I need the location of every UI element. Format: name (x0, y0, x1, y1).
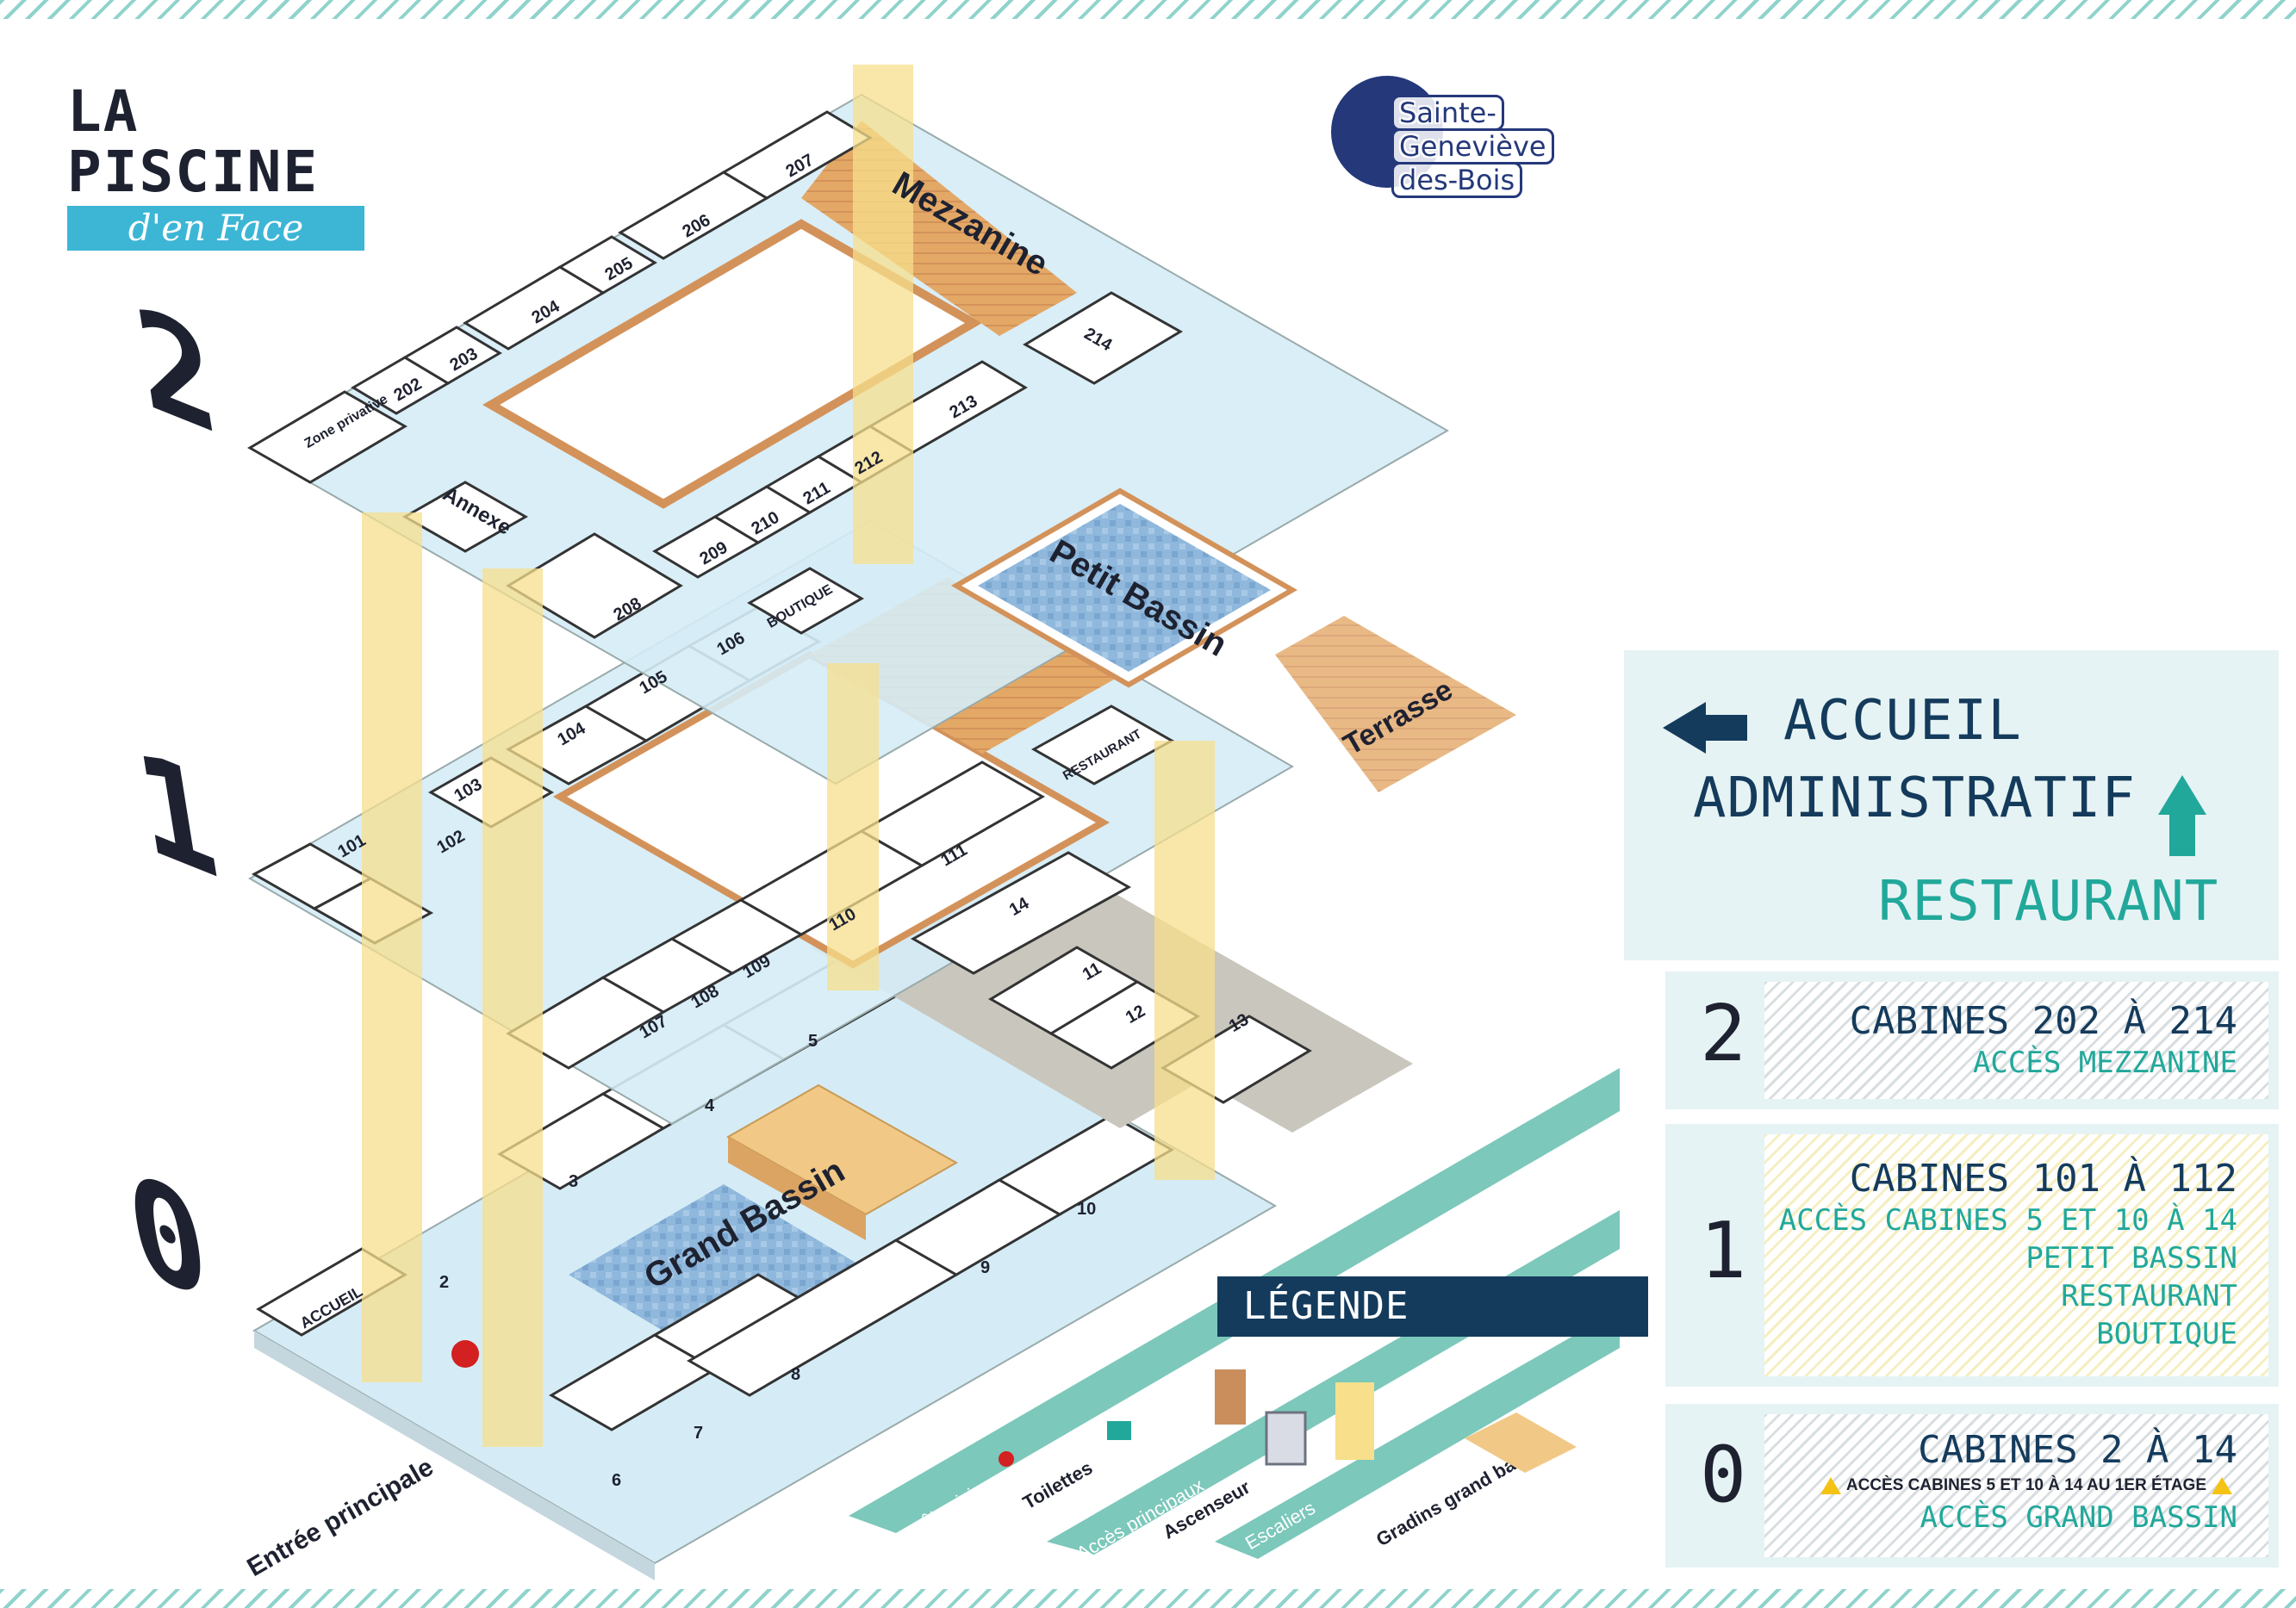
level-1-summary: 1 CABINES 101 À 112 ACCÈS CABINES 5 ET 1… (1665, 1124, 2279, 1387)
room-boutique (747, 567, 864, 635)
arrow-left-icon (1663, 702, 1706, 754)
floor-0-room-labels: 2 3 4 5 6 7 8 9 10 (439, 1032, 1096, 1490)
label-7: 7 (694, 1424, 703, 1443)
level-0-line-1: ACCÈS GRAND BASSIN (1920, 1500, 2237, 1535)
logo-subtitle: d'en Face (67, 206, 364, 251)
level-1-line-4: BOUTIQUE (2096, 1317, 2237, 1351)
label-6: 6 (612, 1471, 621, 1490)
label-8: 8 (791, 1365, 800, 1384)
level-0-number: 0 (1700, 1430, 1747, 1520)
label-entree-principale: Entrée principale (242, 1453, 438, 1582)
room-214 (1023, 291, 1183, 385)
legend-bleachers-icon (1465, 1412, 1577, 1473)
label-10: 10 (1077, 1200, 1096, 1219)
stair-shaft-center (482, 568, 543, 1447)
label-3: 3 (569, 1172, 578, 1191)
arrow-up-icon (2158, 775, 2206, 815)
city-logo: Sainte- Geneviève des-Bois (1331, 76, 1615, 198)
arrow-left-tail (1704, 715, 1747, 741)
city-name-line1: Sainte- (1391, 95, 1504, 131)
you-are-here-marker (451, 1340, 479, 1368)
room-annexe (401, 481, 529, 553)
label-4: 4 (705, 1096, 715, 1115)
level-0-note: ACCÈS CABINES 5 ET 10 À 14 AU 1ER ÉTAGE (1845, 1476, 2206, 1494)
warning-icon (2212, 1476, 2232, 1494)
isometric-floor-plan: Mezzanine Terrasse Petit Bassin Grand Ba… (242, 65, 1620, 1582)
legend-door-icon (1215, 1369, 1246, 1425)
level-0-summary: 0 CABINES 2 À 14 ACCÈS CABINES 5 ET 10 À… (1665, 1404, 2279, 1568)
legend-toilets-icon (1107, 1421, 1131, 1440)
stair-shafts (362, 65, 1215, 1447)
legend-toilets: Toilettes (1019, 1456, 1096, 1513)
stair-shaft-mezzanine (853, 65, 913, 564)
legend-stairs-icon (1335, 1382, 1374, 1460)
level-2-line-1: ACCÈS MEZZANINE (1972, 1046, 2237, 1080)
level-1-title: CABINES 101 À 112 (1849, 1157, 2237, 1201)
room-111 (858, 761, 1046, 867)
grand-bassin-bleachers (725, 1083, 959, 1216)
legend-you-are-here-dot-icon (999, 1451, 1014, 1467)
stair-shaft-right (1154, 741, 1215, 1180)
petit-bassin-pool (978, 504, 1271, 672)
arrow-up-tail (2169, 813, 2195, 856)
floor-1-room-labels: 101 102 103 104 105 106 107 108 109 110 … (335, 629, 1253, 1043)
city-name-line3: des-Bois (1391, 162, 1523, 198)
level-2-number: 2 (1700, 989, 1747, 1079)
top-stripe-decoration (0, 0, 2296, 19)
level-1-hatch (1764, 1134, 2268, 1376)
label-9: 9 (980, 1258, 990, 1277)
room-203 (402, 326, 502, 385)
bottom-stripe-decoration (0, 1589, 2296, 1608)
room-205 (557, 235, 657, 295)
level-2-summary: 2 CABINES 202 À 214 ACCÈS MEZZANINE (1665, 972, 2279, 1109)
piscine-logo: LA PISCINE d'en Face (67, 82, 369, 251)
stair-shaft-restaurant (827, 663, 879, 990)
grand-bassin-pool (569, 1184, 862, 1357)
label-5: 5 (808, 1032, 818, 1051)
level-2-hatch (1764, 982, 2268, 1099)
warning-icon (1820, 1476, 1841, 1494)
room-zone-privative (247, 390, 408, 484)
accueil-label-line1: ACCUEIL (1783, 689, 2022, 753)
level-0-title: CABINES 2 À 14 (1918, 1428, 2237, 1472)
accueil-label-line2: ADMINISTRATIF (1693, 767, 2136, 830)
stair-shaft-left (362, 512, 422, 1382)
level-2-title: CABINES 202 À 214 (1849, 999, 2237, 1043)
level-1-line-1: ACCÈS CABINES 5 ET 10 À 14 (1778, 1203, 2237, 1238)
room-14 (910, 851, 1132, 975)
level-1-number: 1 (1700, 1206, 1747, 1296)
room-208 (506, 532, 683, 639)
label-2: 2 (439, 1273, 449, 1292)
legend-elevator-icon (1265, 1411, 1307, 1466)
level-0-hatch (1764, 1414, 2268, 1557)
legend-title: LÉGENDE (1217, 1276, 1648, 1337)
terrasse-deck (1275, 616, 1516, 792)
logo-title: LA PISCINE (67, 78, 320, 205)
level-1-line-3: RESTAURANT (2061, 1279, 2237, 1313)
restaurant-direction-label: RESTAURANT (1878, 870, 2219, 934)
level-1-line-2: PETIT BASSIN (2025, 1241, 2237, 1276)
